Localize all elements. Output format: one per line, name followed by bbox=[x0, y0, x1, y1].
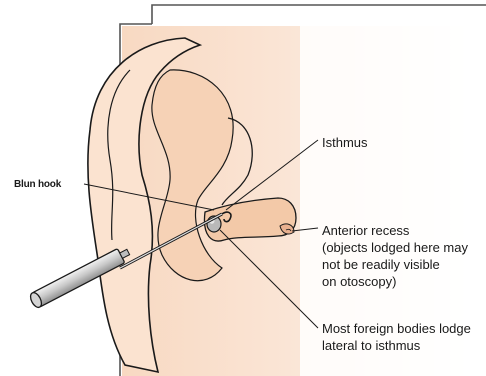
label-anterior-recess-line-1: Anterior recess bbox=[322, 222, 468, 239]
label-anterior-recess: Anterior recess (objects lodged here may… bbox=[322, 222, 468, 290]
label-anterior-recess-line-2: (objects lodged here may bbox=[322, 239, 468, 256]
label-foreign-bodies-line-2: lateral to isthmus bbox=[322, 337, 471, 354]
label-blunt-hook: Blun hook bbox=[14, 176, 61, 193]
label-anterior-recess-line-3: not be readily visible bbox=[322, 256, 468, 273]
label-foreign-bodies: Most foreign bodies lodge lateral to ist… bbox=[322, 320, 471, 354]
label-isthmus: Isthmus bbox=[322, 134, 368, 151]
label-foreign-bodies-line-1: Most foreign bodies lodge bbox=[322, 320, 471, 337]
label-anterior-recess-line-4: on otoscopy) bbox=[322, 273, 468, 290]
